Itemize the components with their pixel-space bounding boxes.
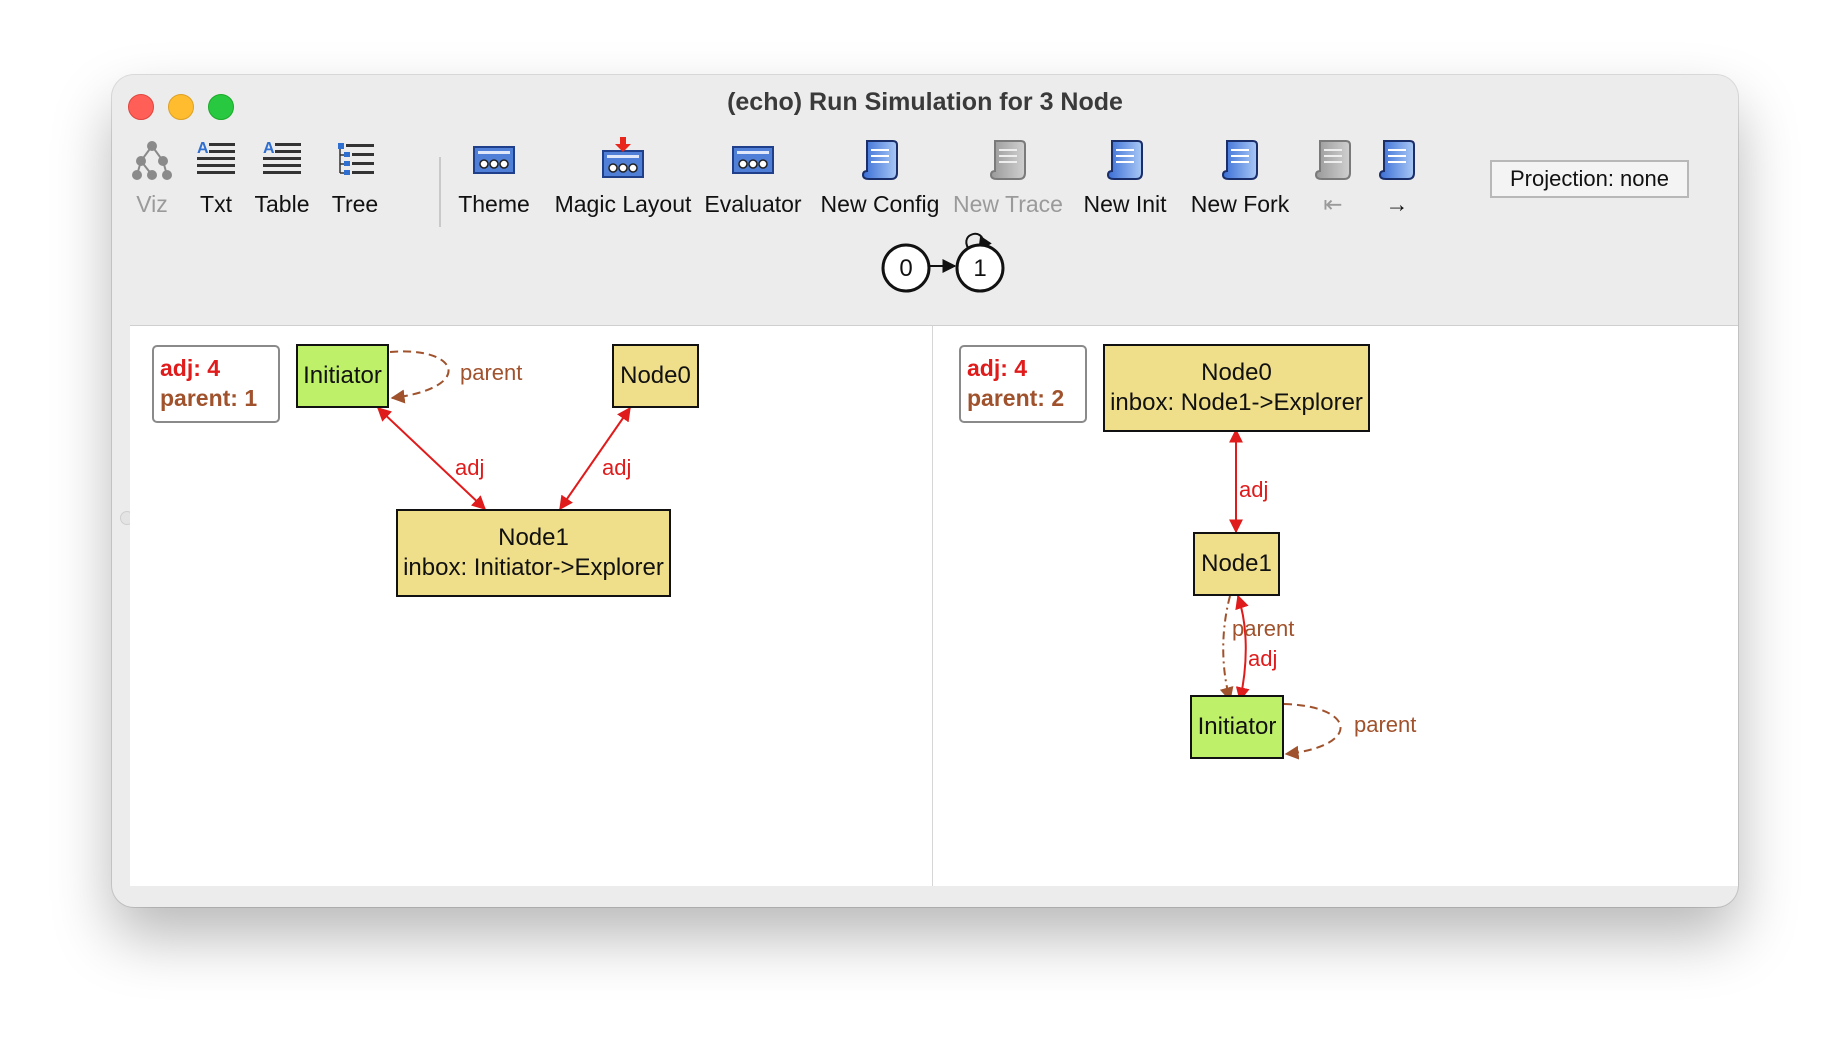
new-fork-button[interactable]: New Fork bbox=[1188, 137, 1292, 227]
new-trace-label: New Trace bbox=[953, 191, 1063, 217]
scroll-icon bbox=[1106, 140, 1143, 180]
left-legend: adj: 4 parent: 1 bbox=[152, 345, 280, 423]
state-node-1-label: 1 bbox=[973, 255, 986, 282]
node-inbox: inbox: Initiator->Explorer bbox=[403, 554, 664, 581]
maximize-window-button[interactable] bbox=[208, 94, 234, 120]
right-parent-self-edge bbox=[1283, 703, 1342, 760]
left-parent-self-edge bbox=[389, 350, 450, 404]
new-init-label: New Init bbox=[1083, 191, 1167, 217]
right-parent-edge-label-2: parent bbox=[1354, 712, 1416, 737]
new-config-label: New Config bbox=[820, 191, 940, 217]
right-node-node0[interactable]: Node0 inbox: Node1->Explorer bbox=[1103, 344, 1370, 432]
right-node-node1[interactable]: Node1 bbox=[1193, 532, 1280, 596]
left-graph-panel: parent adj adj adj: 4 parent: 1 Initiato… bbox=[130, 326, 933, 886]
right-edges: adj parent adj parent bbox=[1219, 428, 1416, 760]
scroll-icon bbox=[1378, 140, 1415, 180]
new-fork-label: New Fork bbox=[1190, 191, 1290, 217]
close-window-button[interactable] bbox=[128, 94, 154, 120]
txt-label: Txt bbox=[200, 191, 232, 217]
txt-button[interactable]: A Txt bbox=[188, 137, 244, 227]
viz-label: Viz bbox=[136, 191, 168, 217]
state-node-0[interactable] bbox=[881, 243, 931, 293]
right-adj-edge-node1-initiator bbox=[1235, 594, 1250, 702]
window-title: (echo) Run Simulation for 3 Node bbox=[727, 88, 1123, 116]
node-inbox: inbox: Node1->Explorer bbox=[1110, 389, 1363, 416]
scroll-icon bbox=[861, 140, 898, 180]
node-name: Initiator bbox=[303, 362, 382, 389]
magic-layout-button[interactable]: Magic Layout bbox=[555, 137, 691, 227]
step-forward-button[interactable]: → bbox=[1372, 137, 1422, 227]
step-forward-label: → bbox=[1385, 191, 1409, 217]
tree-button[interactable]: Tree bbox=[320, 137, 390, 227]
scroll-icon bbox=[1221, 140, 1258, 180]
left-legend-parent: parent: 1 bbox=[160, 385, 258, 411]
projection-dropdown[interactable]: Projection: none bbox=[1490, 160, 1689, 198]
theme-label: Theme bbox=[458, 191, 530, 217]
state-node-0-label: 0 bbox=[899, 255, 912, 282]
new-trace-button[interactable]: New Trace bbox=[950, 137, 1066, 227]
right-legend-adj: adj: 4 bbox=[967, 355, 1028, 381]
right-graph-panel: adj parent adj parent adj: 4 parent: 2 N… bbox=[934, 326, 1738, 886]
table-label: Table bbox=[254, 191, 310, 217]
left-adj-edge-label-2: adj bbox=[602, 455, 631, 480]
node-name: Node0 bbox=[620, 362, 691, 389]
new-init-button[interactable]: New Init bbox=[1080, 137, 1170, 227]
toolbar-separator bbox=[439, 157, 441, 227]
right-legend: adj: 4 parent: 2 bbox=[959, 345, 1087, 423]
app-window: (echo) Run Simulation for 3 Node Viz A T… bbox=[112, 75, 1738, 907]
magic-layout-icon bbox=[602, 137, 644, 178]
go-to-first-button[interactable]: ⇤ bbox=[1308, 137, 1358, 227]
left-node-node0[interactable]: Node0 bbox=[612, 344, 699, 408]
theme-button[interactable]: Theme bbox=[454, 137, 534, 227]
scroll-icon bbox=[1314, 140, 1351, 180]
evaluator-button[interactable]: Evaluator bbox=[704, 137, 802, 227]
title-bar: (echo) Run Simulation for 3 Node bbox=[112, 75, 1738, 133]
magic-layout-label: Magic Layout bbox=[554, 191, 692, 217]
evaluator-panel-icon bbox=[732, 146, 774, 174]
state-graph: 0 1 bbox=[881, 233, 1005, 293]
left-parent-edge-label: parent bbox=[460, 360, 522, 385]
left-adj-edge-initiator-node1 bbox=[376, 407, 487, 510]
right-node-initiator[interactable]: Initiator bbox=[1190, 695, 1284, 759]
left-legend-adj: adj: 4 bbox=[160, 355, 221, 381]
tree-label: Tree bbox=[331, 191, 379, 217]
table-button[interactable]: A Table bbox=[242, 137, 322, 227]
table-lines-icon: A bbox=[263, 140, 301, 174]
node-name: Node1 bbox=[1201, 550, 1272, 577]
node-name: Node0 bbox=[1201, 359, 1272, 386]
right-legend-parent: parent: 2 bbox=[967, 385, 1065, 411]
new-config-button[interactable]: New Config bbox=[820, 137, 940, 227]
right-parent-edge-label-1: parent bbox=[1232, 616, 1294, 641]
left-node-initiator[interactable]: Initiator bbox=[296, 344, 389, 408]
theme-panel-icon bbox=[473, 146, 515, 174]
graph-panels: parent adj adj adj: 4 parent: 1 Initiato… bbox=[120, 325, 1738, 886]
right-adj-edge-label-2: adj bbox=[1248, 646, 1277, 671]
svg-text:A: A bbox=[197, 140, 209, 157]
left-node-node1[interactable]: Node1 inbox: Initiator->Explorer bbox=[396, 509, 671, 597]
evaluator-label: Evaluator bbox=[704, 191, 802, 217]
left-edges: parent adj adj bbox=[376, 350, 631, 511]
right-parent-edge-node1-initiator bbox=[1219, 595, 1234, 702]
node-name: Initiator bbox=[1197, 713, 1277, 740]
tree-list-icon bbox=[338, 143, 374, 175]
toolbar: Viz A Txt A Table bbox=[112, 133, 1738, 293]
minimize-window-button[interactable] bbox=[168, 94, 194, 120]
left-adj-edge-label-1: adj bbox=[455, 455, 484, 480]
right-adj-edge-label-1: adj bbox=[1239, 477, 1268, 502]
viz-tree-icon bbox=[132, 141, 172, 180]
left-adj-edge-node0-node1 bbox=[559, 406, 631, 511]
viz-button[interactable]: Viz bbox=[124, 137, 180, 227]
go-to-first-label: ⇤ bbox=[1323, 191, 1343, 217]
state-node-1[interactable] bbox=[955, 243, 1005, 293]
node-name: Node1 bbox=[498, 524, 569, 551]
text-lines-icon: A bbox=[197, 140, 235, 174]
svg-text:A: A bbox=[263, 140, 275, 157]
scroll-icon bbox=[989, 140, 1026, 180]
